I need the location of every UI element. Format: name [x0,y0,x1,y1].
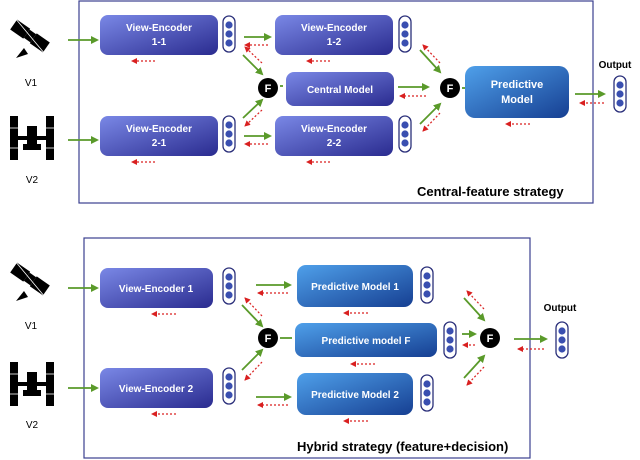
predictive-model: Predictive Model [465,66,569,118]
svg-text:F: F [265,333,272,345]
svg-text:F: F [265,83,272,95]
decision-vector [420,374,434,412]
decision-vector [443,321,457,359]
feature-vector [398,115,412,153]
svg-text:2-2: 2-2 [327,138,342,149]
caption-central-feature: Central-feature strategy [417,184,564,199]
caption-hybrid: Hybrid strategy (feature+decision) [297,439,508,454]
svg-text:View-Encoder 1: View-Encoder 1 [119,284,194,295]
svg-text:1-2: 1-2 [327,37,342,48]
view-label-v2: V2 [26,420,39,431]
central-feature-frame [78,0,594,204]
output-label: Output [544,303,577,314]
svg-text:Central Model: Central Model [307,85,373,96]
svg-text:Predictive model F: Predictive model F [322,336,411,347]
svg-text:2-1: 2-1 [152,138,167,149]
view-label-v2: V2 [26,175,39,186]
svg-text:Predictive Model 1: Predictive Model 1 [311,282,399,293]
output-label: Output [599,60,632,71]
svg-text:View-Encoder: View-Encoder [301,23,367,34]
view-encoder-2-2: View-Encoder 2-2 [275,116,393,156]
hybrid-frame [83,237,531,459]
svg-text:View-Encoder: View-Encoder [301,124,367,135]
fusion-node: F [258,78,278,98]
feature-vector [222,267,236,305]
svg-text:View-Encoder: View-Encoder [126,124,192,135]
view-encoder-2-1: View-Encoder 2-1 [100,116,218,156]
feature-vector [222,367,236,405]
view-label-v1: V1 [25,78,38,89]
svg-text:F: F [487,333,494,345]
predictive-model-2: Predictive Model 2 [297,373,413,415]
fusion-node: F [480,328,500,348]
view-encoder-1-2: View-Encoder 1-2 [275,15,393,55]
svg-text:View-Encoder: View-Encoder [126,23,192,34]
satellite-icon [8,260,52,302]
feature-vector [398,15,412,53]
space-station-icon [9,361,55,407]
predictive-model-1: Predictive Model 1 [297,265,413,307]
fusion-node: F [440,78,460,98]
feature-vector [222,115,236,153]
output-vector [555,321,569,359]
svg-text:F: F [447,83,454,95]
feature-vector [222,15,236,53]
space-station-icon [9,115,55,161]
view-label-v1: V1 [25,321,38,332]
fusion-node: F [258,328,278,348]
svg-text:View-Encoder 2: View-Encoder 2 [119,384,194,395]
central-model: Central Model [286,72,394,106]
view-encoder-1: View-Encoder 1 [100,268,213,308]
view-encoder-1-1: View-Encoder 1-1 [100,15,218,55]
svg-text:Predictive: Predictive [491,79,544,91]
decision-vector [420,266,434,304]
svg-text:1-1: 1-1 [152,37,167,48]
view-encoder-2: View-Encoder 2 [100,368,213,408]
predictive-model-f: Predictive model F [295,323,437,357]
svg-text:Model: Model [501,94,533,106]
svg-text:Predictive Model 2: Predictive Model 2 [311,390,399,401]
output-vector [613,75,627,113]
satellite-icon [8,17,52,59]
